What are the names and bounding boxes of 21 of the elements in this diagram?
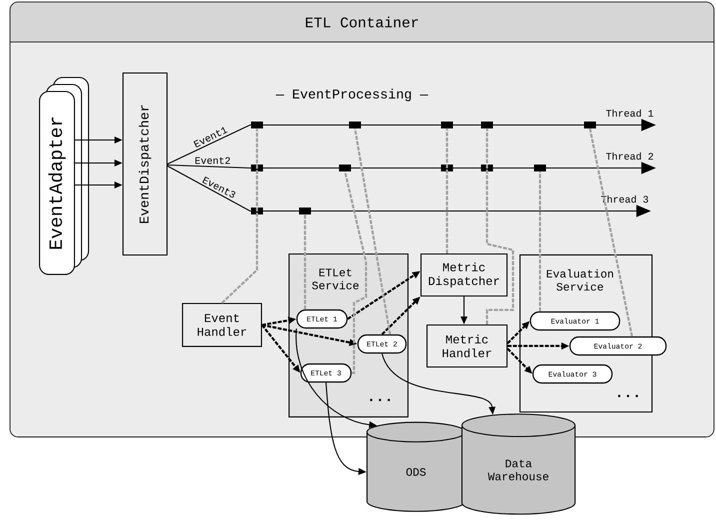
connector-line [446,128,448,254]
thread-label: Thread 2 [606,152,654,160]
connector-line [486,128,514,324]
ellipsis: ... [370,398,390,402]
process-box: Event Handler [182,303,262,347]
connector-line [221,128,258,304]
dispatcher-box: EventDispatcher [122,72,168,256]
adapter-stack: EventAdapter [39,76,90,275]
database-cylinder: ODS [366,422,466,512]
connector-line [304,214,306,310]
ellipsis: ... [618,394,638,398]
database-cylinder: Data Warehouse [461,414,576,515]
thread-label: Thread 1 [606,109,654,117]
connector-line [538,172,542,312]
connector-line [354,128,392,335]
section-title: — EventProcessing — [276,88,428,102]
process-box: Metric Dispatcher [420,253,508,297]
connector-line [344,171,368,374]
thread-label: Thread 3 [601,195,648,203]
process-box: Metric Handler [426,324,508,368]
connector-line [588,128,634,337]
